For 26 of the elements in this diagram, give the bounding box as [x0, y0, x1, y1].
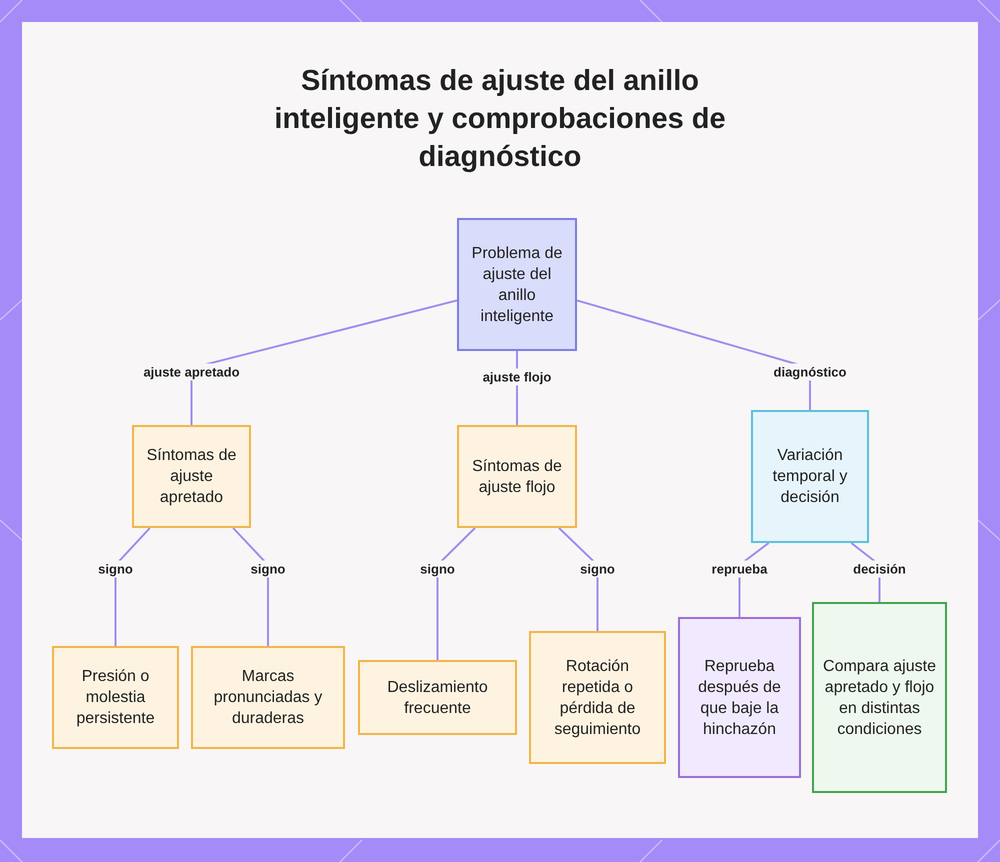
process-box: [132, 425, 251, 528]
connector-line: [232, 527, 269, 646]
node-text: Síntomas de ajuste flojo: [471, 456, 563, 498]
process-box: [812, 602, 947, 793]
process-box: [457, 218, 577, 351]
connector-line: [576, 300, 811, 410]
connector-line: [114, 527, 151, 646]
process-box: [52, 646, 179, 749]
connector-line: [190, 300, 458, 425]
process-box: [191, 646, 345, 749]
node-text: Variación temporal y decisión: [772, 446, 848, 508]
node-text: Marcas pronunciadas y duraderas: [212, 667, 324, 729]
node-text: Deslizamiento frecuente: [386, 678, 489, 718]
process-box: [358, 660, 517, 735]
node-text: Síntomas de ajuste apretado: [146, 446, 238, 508]
node-text: Reprueba después de que baje la hinchazón: [697, 656, 782, 740]
process-box: [751, 410, 869, 543]
connector-line: [436, 527, 476, 660]
node-text: Presión o molestia persistente: [75, 667, 156, 729]
title: Síntomas de ajuste del anillo inteligente y comprobaciones de diagnóstico: [273, 64, 727, 175]
node-text: Rotación repetida o pérdida de seguimiento: [553, 656, 642, 740]
process-box: [457, 425, 577, 528]
process-box: [678, 617, 801, 778]
node-text: Problema de ajuste del anillo inteligente: [470, 244, 564, 326]
node-text: Compara ajuste apretado y flojo en distintas condiciones: [822, 656, 937, 740]
process-box: [529, 631, 666, 764]
